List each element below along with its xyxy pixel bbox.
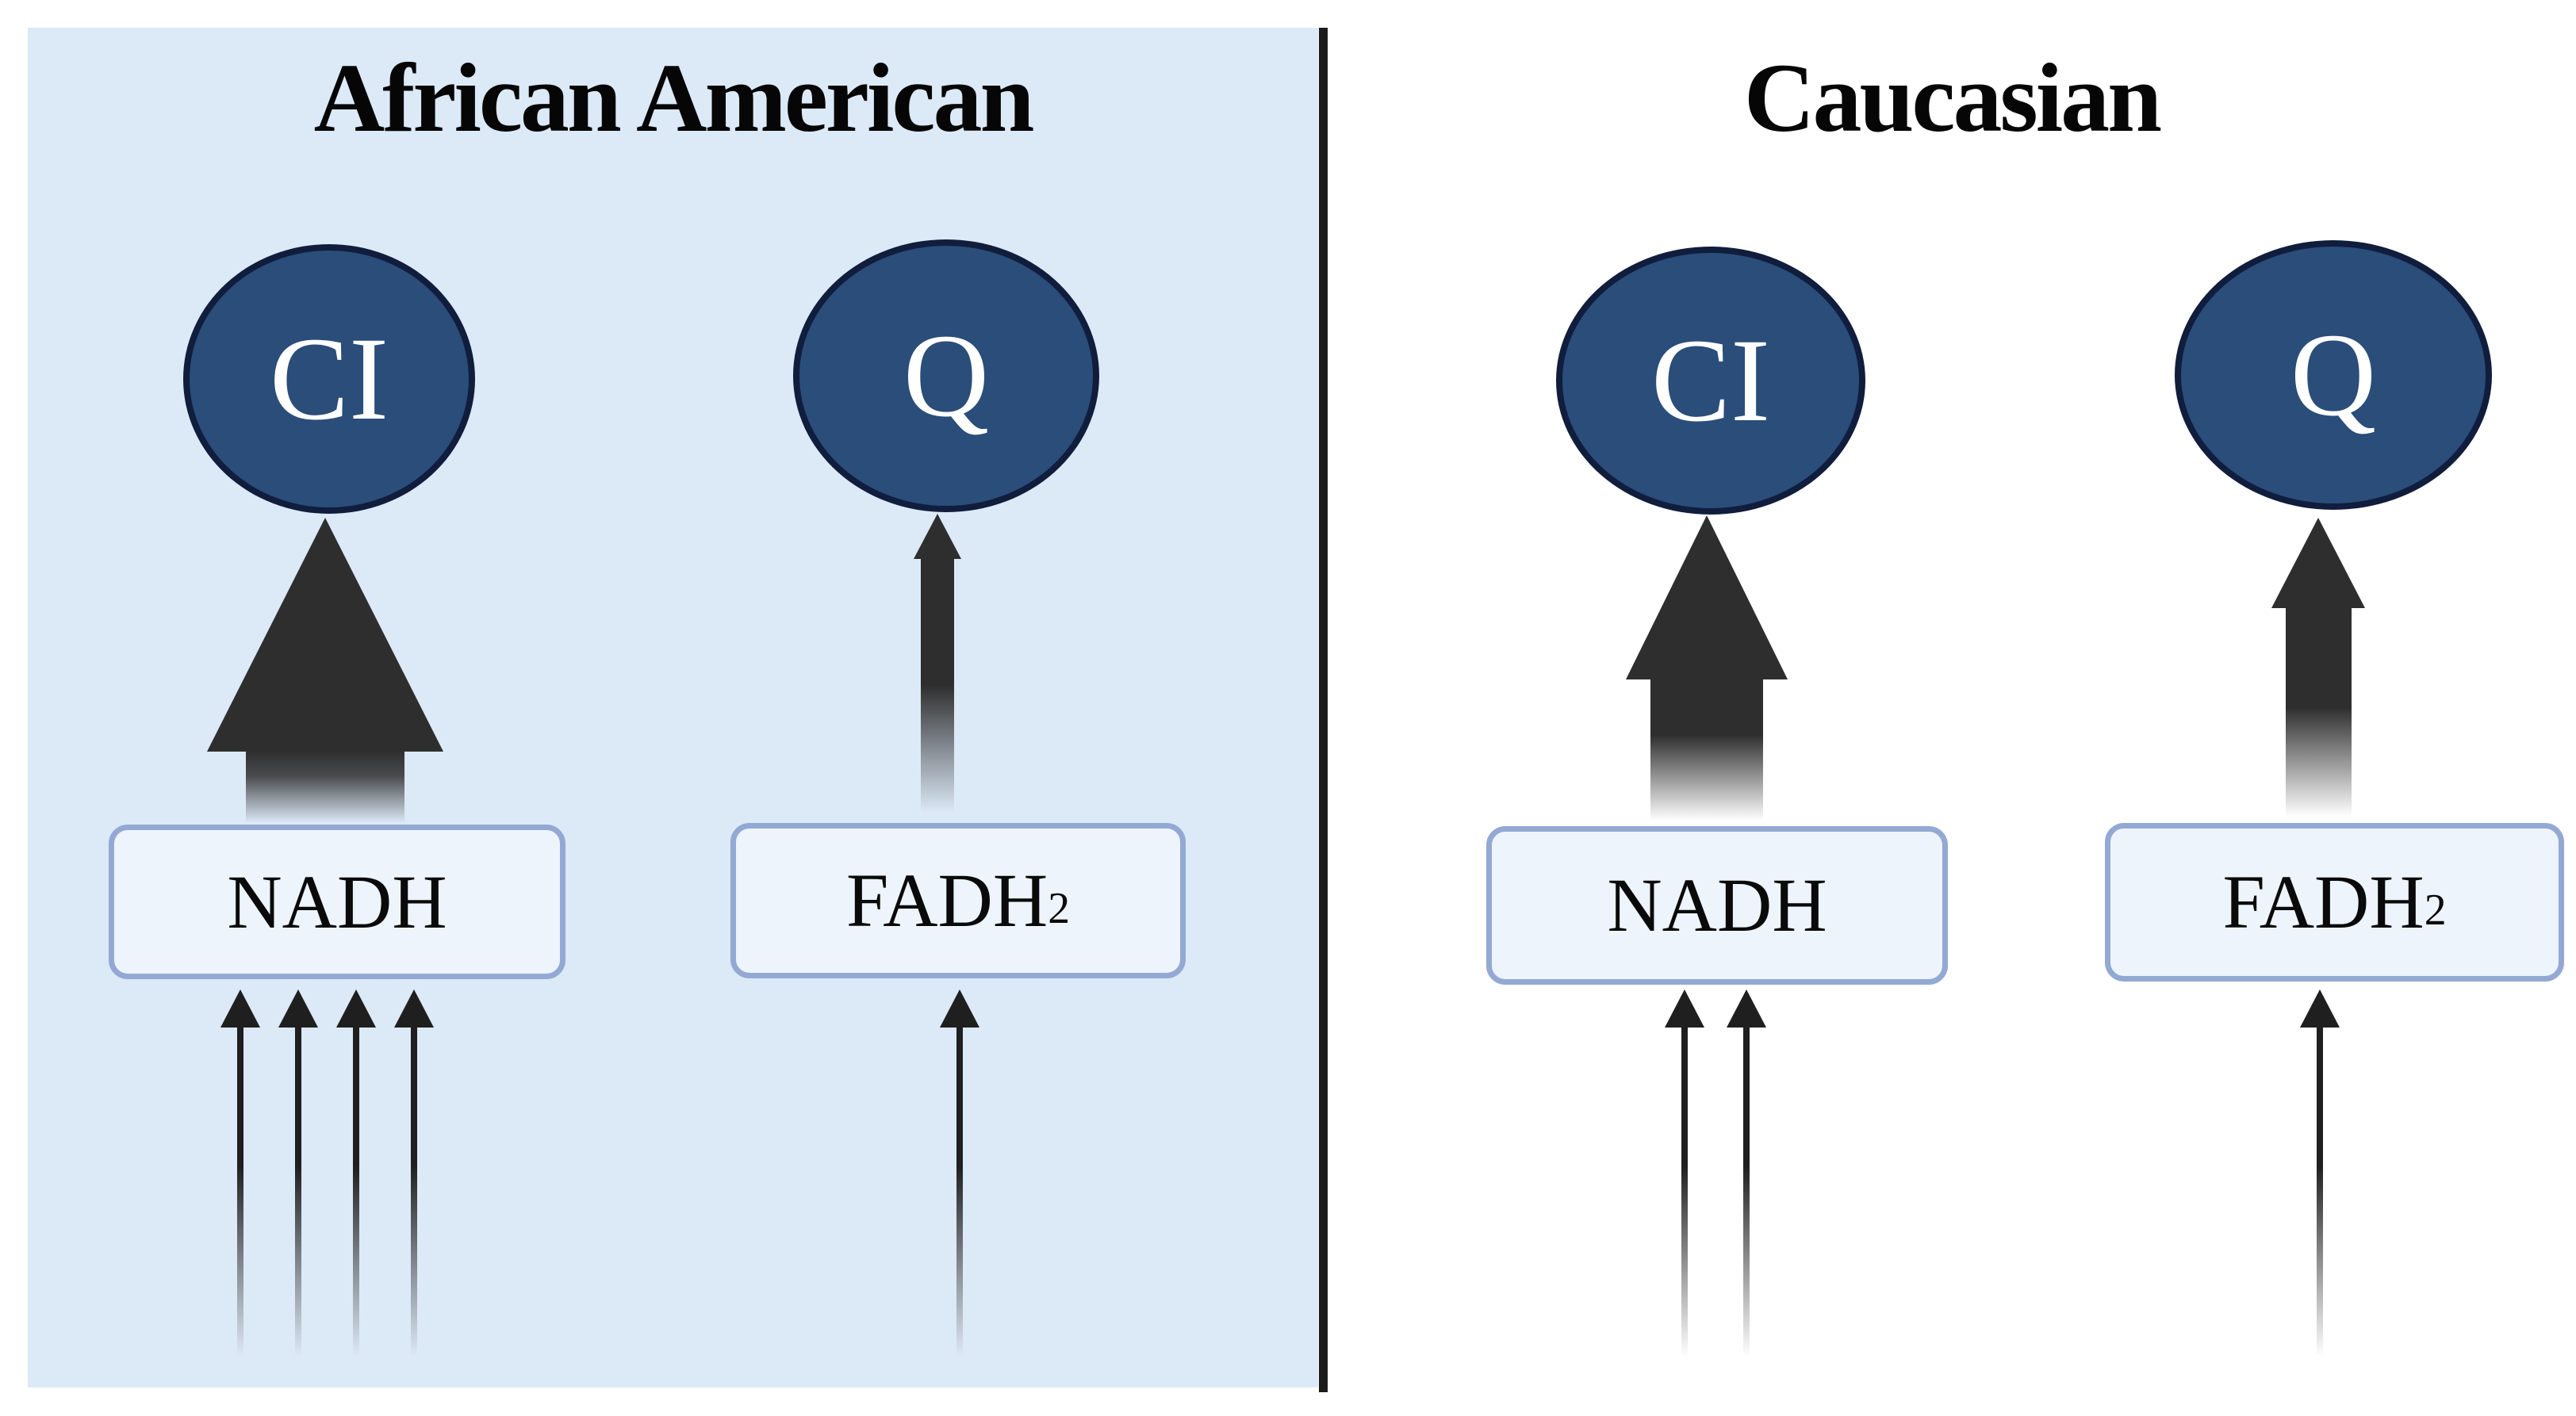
input-arrow-shaft [237,1028,243,1357]
node-label: CI [1651,315,1770,446]
input-arrow-shaft [411,1028,417,1357]
node-label: Q [2290,309,2377,441]
panel-title-caucasian: Caucasian [1743,44,2162,152]
input-arrow [394,989,434,1357]
box-nadh: NADH [109,825,565,979]
flow-arrow-head-nadh-to-ci [1626,515,1788,679]
node-label: CI [270,313,389,445]
flow-arrow-shaft-nadh-to-ci [246,750,404,823]
panel-divider [1319,28,1328,1392]
box-label: NADH [227,859,447,944]
input-arrow-shaft [353,1028,359,1357]
input-arrowhead-icon [1665,989,1704,1028]
input-arrow-shaft [295,1028,301,1357]
panel-title-african-american: African American [313,44,1035,152]
input-arrow [1665,989,1704,1357]
flow-arrow-shaft-fadh2-to-q [2286,607,2352,817]
input-arrows-fadh2 [940,989,979,1357]
input-arrows-fadh2 [2300,989,2340,1357]
box-label: FADH [845,858,1048,943]
input-arrow-shaft [1743,1028,1750,1357]
input-arrowhead-icon [2300,989,2340,1028]
flow-arrow-head-fadh2-to-q [914,514,961,559]
input-arrow [278,989,318,1357]
box-nadh: NADH [1486,826,1948,985]
input-arrow [336,989,376,1357]
input-arrows-nadh [220,989,434,1357]
input-arrowhead-icon [394,989,434,1028]
flow-arrow-shaft-fadh2-to-q [921,557,954,813]
input-arrowhead-icon [336,989,376,1028]
flow-arrow-head-nadh-to-ci [207,518,443,752]
box-label: NADH [1607,863,1827,947]
input-arrow-shaft [956,1028,963,1357]
input-arrow [2300,989,2340,1357]
box-label: FADH [2222,859,2425,944]
input-arrowhead-icon [278,989,318,1028]
input-arrowhead-icon [940,989,979,1028]
flow-arrow-shaft-nadh-to-ci [1650,678,1763,821]
input-arrow [940,989,979,1357]
input-arrow [220,989,260,1357]
node-complex-one: CI [183,244,475,514]
input-arrowhead-icon [1727,989,1766,1028]
input-arrow [1727,989,1766,1357]
node-ubiquinone: Q [2175,240,2492,510]
input-arrow-shaft [2317,1028,2323,1357]
input-arrowhead-icon [220,989,260,1028]
input-arrows-nadh [1665,989,1766,1357]
flow-arrow-head-fadh2-to-q [2271,518,2365,608]
node-label: Q [903,310,990,442]
node-ubiquinone: Q [793,239,1099,512]
input-arrow-shaft [1681,1028,1688,1357]
node-complex-one: CI [1556,247,1865,515]
